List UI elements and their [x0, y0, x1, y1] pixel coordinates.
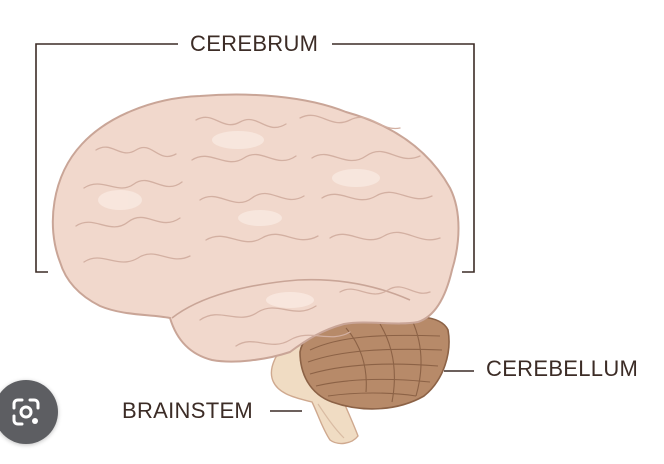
visual-search-button[interactable]	[0, 380, 58, 444]
cerebrum-bracket	[35, 43, 475, 273]
cerebellum	[299, 315, 450, 410]
visual-search-icon	[12, 398, 40, 426]
cerebrum	[51, 93, 460, 363]
cerebellum-label: CEREBELLUM	[486, 356, 639, 381]
cerebrum-label: CEREBRUM	[190, 31, 319, 56]
brainstem-label: BRAINSTEM	[122, 398, 254, 423]
